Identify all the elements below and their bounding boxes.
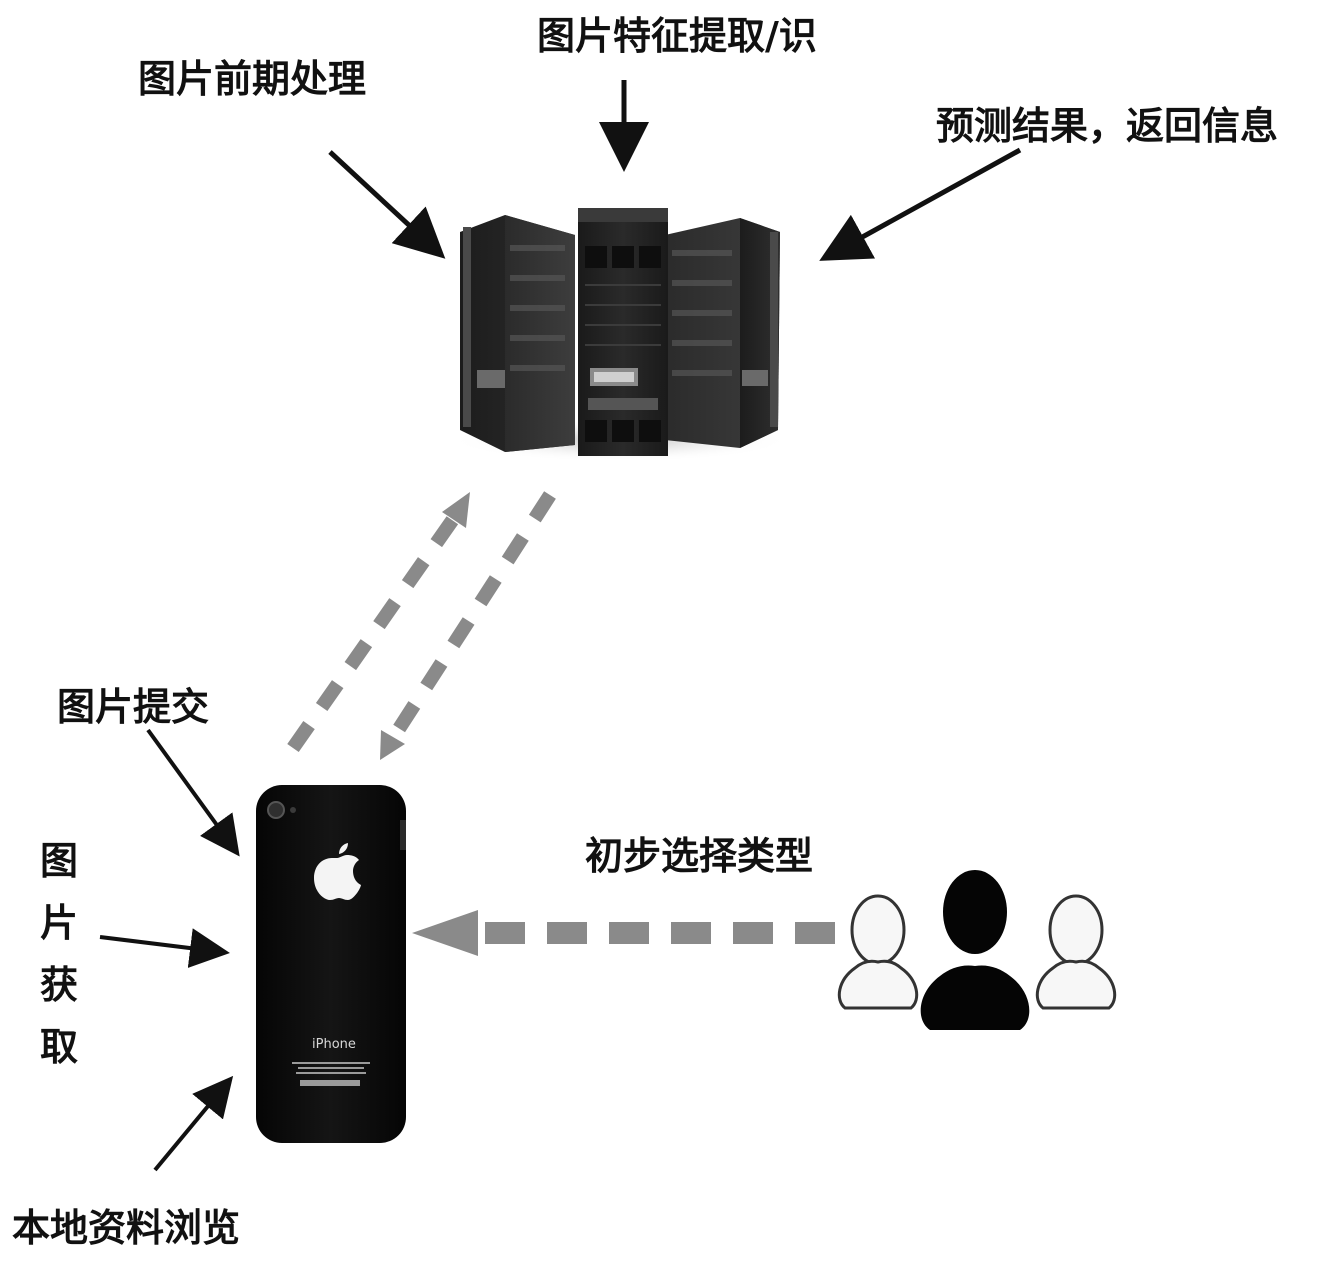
arrow-upload-to-server <box>287 492 470 753</box>
label-image-submit: 图片提交 <box>57 685 210 729</box>
user-group-icon <box>837 870 1117 1030</box>
user-icon-right <box>1035 894 1117 1010</box>
arrow-predict <box>819 147 1022 261</box>
label-image-acquire: 图 片 获 取 <box>39 839 78 1069</box>
label-local-browse: 本地资料浏览 <box>12 1206 241 1250</box>
phone-model-text: iPhone <box>312 1037 356 1052</box>
user-icon-left <box>837 894 919 1010</box>
label-feature-extraction: 图片特征提取/识 <box>537 14 817 58</box>
arrow-acquire <box>99 928 230 968</box>
server-rack-icon <box>450 208 790 462</box>
smartphone-icon <box>256 785 406 1143</box>
label-preprocess: 图片前期处理 <box>138 57 367 101</box>
arrow-result-to-phone <box>380 491 556 760</box>
user-icon-center <box>920 870 1030 1030</box>
arrow-select-type <box>412 910 835 956</box>
apple-logo-icon <box>314 843 361 900</box>
label-select-type: 初步选择类型 <box>585 834 814 878</box>
arrow-local-browse <box>153 1075 234 1172</box>
arrow-preprocess <box>328 150 446 259</box>
label-prediction-result: 预测结果，返回信息 <box>936 104 1279 148</box>
arrow-submit <box>146 728 240 857</box>
